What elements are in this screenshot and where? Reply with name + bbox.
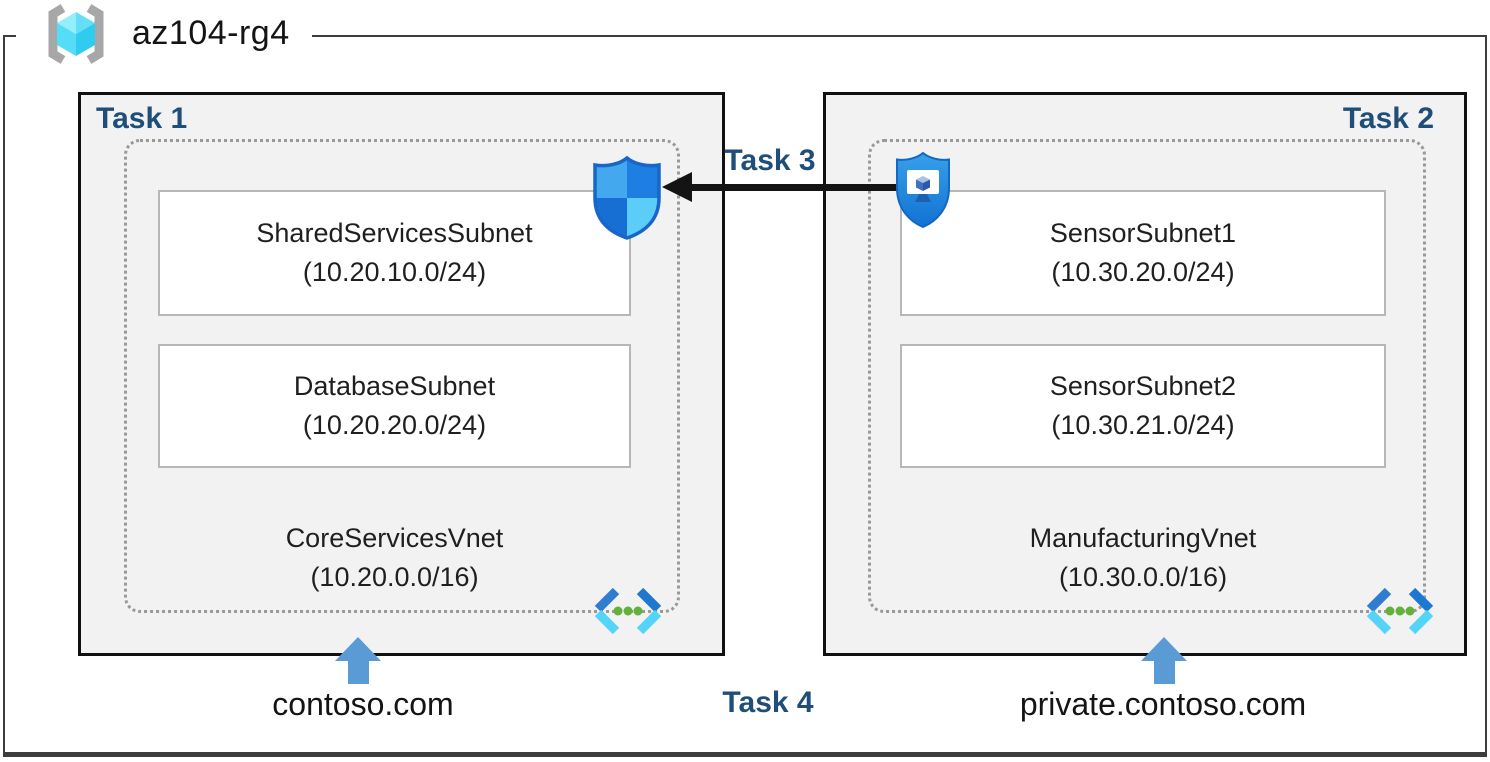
task4-label: Task 4 — [722, 686, 814, 719]
vnet-cidr: (10.30.0.0/16) — [1058, 562, 1228, 593]
core-services-vnet-label: CoreServicesVnet (10.20.0.0/16) — [158, 519, 631, 597]
vnet-name: CoreServicesVnet — [285, 523, 504, 553]
resource-group-frame — [3, 35, 1487, 757]
up-arrow-icon — [1141, 637, 1187, 661]
frame-title-gap — [16, 31, 312, 42]
task1-label: Task 1 — [96, 102, 188, 135]
up-arrow-icon — [335, 637, 381, 661]
sensor-subnet2-box: SensorSubnet2 (10.30.21.0/24) — [900, 344, 1386, 468]
vnet-cidr: (10.20.0.0/16) — [310, 562, 479, 593]
resource-group-icon — [38, 3, 114, 65]
up-arrow-stem — [348, 661, 369, 684]
bastion-shield-icon — [893, 150, 953, 236]
subnet-cidr: (10.20.20.0/24) — [302, 410, 487, 440]
task2-box: Task 2 SensorSubnet1 (10.30.20.0/24) Sen… — [823, 92, 1467, 656]
sensor-subnet1-box: SensorSubnet1 (10.30.20.0/24) — [900, 190, 1386, 316]
nsg-shield-icon — [589, 154, 665, 242]
task1-box: Task 1 SharedServicesSubnet (10.20.10.0/… — [78, 92, 725, 656]
up-arrow-stem — [1154, 661, 1175, 684]
task2-label: Task 2 — [1342, 102, 1434, 135]
manufacturing-vnet-boundary — [868, 139, 1426, 613]
dns-zone-private-contoso: private.contoso.com — [1019, 686, 1307, 722]
resource-group-title: az104-rg4 — [132, 14, 290, 52]
subnet-name: SharedServicesSubnet — [256, 217, 533, 248]
peering-arrow-shaft — [688, 184, 905, 191]
vnet-name: ManufacturingVnet — [1029, 523, 1257, 553]
subnet-name: SensorSubnet2 — [1049, 370, 1237, 401]
database-subnet-box: DatabaseSubnet (10.20.20.0/24) — [158, 344, 631, 468]
vnet-chevron-icon — [1363, 583, 1437, 639]
dns-zone-contoso: contoso.com — [272, 686, 454, 722]
core-services-vnet-boundary — [124, 139, 680, 613]
task3-label: Task 3 — [724, 144, 816, 177]
subnet-name: SensorSubnet1 — [1049, 217, 1237, 248]
shared-services-subnet-box: SharedServicesSubnet (10.20.10.0/24) — [158, 190, 631, 316]
subnet-cidr: (10.20.10.0/24) — [302, 257, 487, 287]
peering-arrow-head — [662, 172, 692, 202]
manufacturing-vnet-label: ManufacturingVnet (10.30.0.0/16) — [900, 519, 1386, 597]
vnet-chevron-icon — [591, 583, 665, 639]
subnet-name: DatabaseSubnet — [293, 370, 496, 401]
subnet-cidr: (10.30.21.0/24) — [1051, 410, 1235, 440]
subnet-cidr: (10.30.20.0/24) — [1051, 257, 1235, 287]
